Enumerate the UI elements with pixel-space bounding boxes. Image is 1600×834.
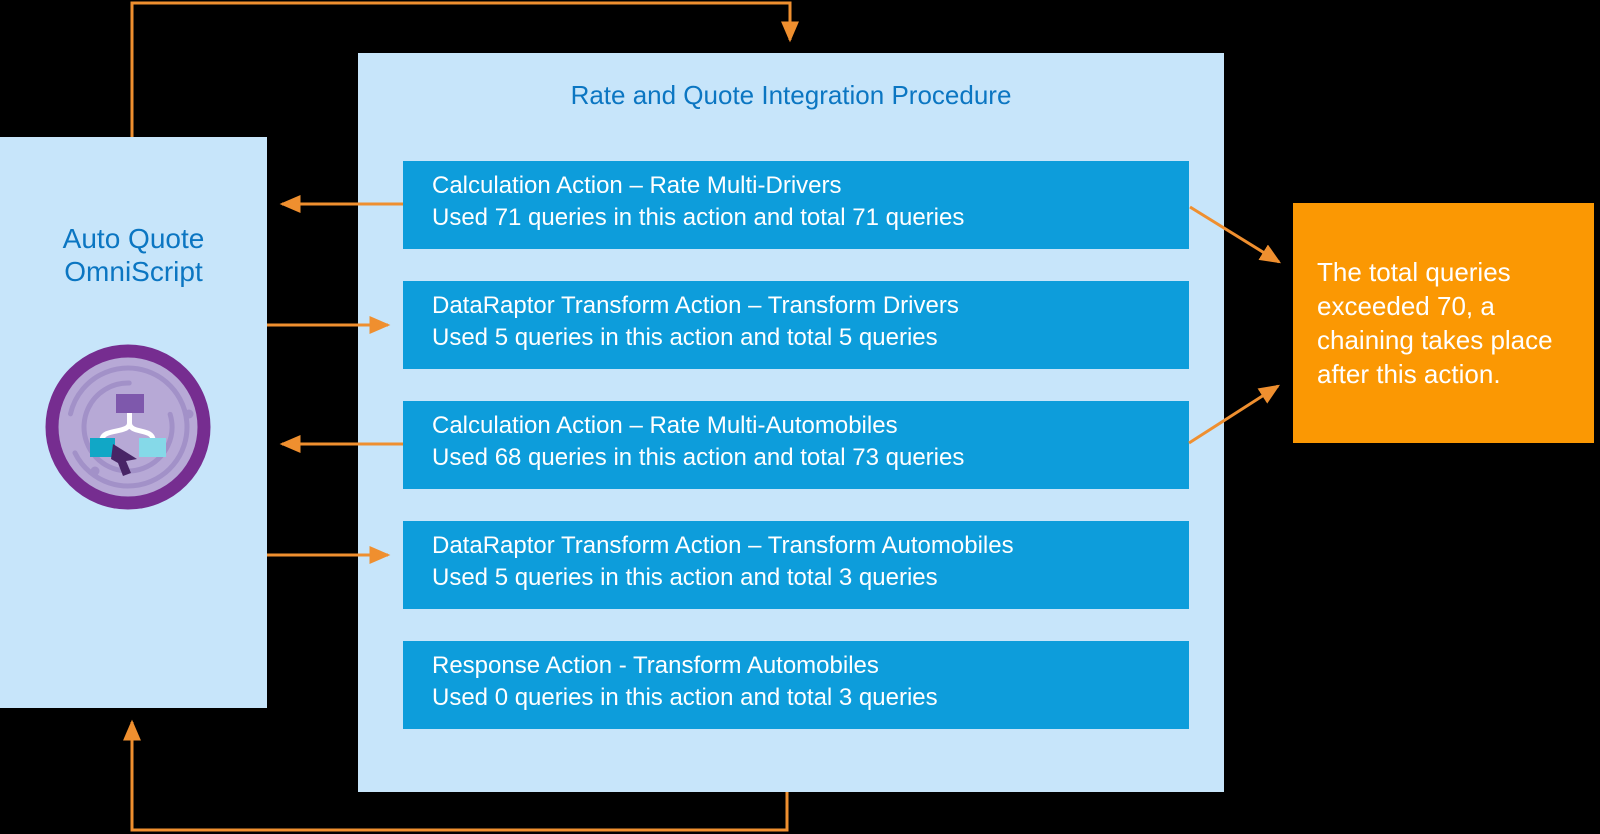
action-name: DataRaptor Transform Action – Transform … (432, 292, 959, 319)
action-step-dataraptor-transform-drivers: DataRaptor Transform Action – Transform … (403, 281, 1189, 369)
icon-flow-left-node (90, 438, 115, 457)
action-name: DataRaptor Transform Action – Transform … (432, 532, 1014, 559)
action-step-calculation-rate-multi-automobiles: Calculation Action – Rate Multi-Automobi… (403, 401, 1189, 489)
chaining-callout-text: The total queries exceeded 70, a chainin… (1317, 257, 1553, 389)
action-query-detail: Used 71 queries in this action and total… (432, 204, 965, 231)
icon-arc-outer (66, 365, 190, 489)
omniscript-label: Auto Quote OmniScript (62, 223, 205, 287)
action-step-calculation-rate-multi-drivers: Calculation Action – Rate Multi-Drivers … (403, 161, 1189, 249)
integration-procedure-title: Rate and Quote Integration Procedure (570, 80, 1012, 110)
action-name: Calculation Action – Rate Multi-Automobi… (432, 412, 898, 439)
action-step-response-transform-automobiles: Response Action - Transform Automobiles … (403, 641, 1189, 729)
omniscript-flow-icon (45, 344, 211, 510)
icon-flow-connector (99, 408, 156, 443)
action-query-detail: Used 5 queries in this action and total … (432, 564, 938, 591)
action-query-detail: Used 68 queries in this action and total… (432, 444, 965, 471)
icon-flow-parent-node (116, 394, 144, 413)
icon-flow-right-node (139, 438, 166, 457)
cursor-icon (111, 444, 137, 476)
chaining-callout: The total queries exceeded 70, a chainin… (1293, 203, 1594, 443)
icon-arc-inner (81, 380, 175, 474)
action-query-detail: Used 5 queries in this action and total … (432, 324, 938, 351)
action-step-dataraptor-transform-automobiles: DataRaptor Transform Action – Transform … (403, 521, 1189, 609)
omniscript-panel: Auto Quote OmniScript (0, 137, 267, 708)
action-name: Calculation Action – Rate Multi-Drivers (432, 172, 842, 199)
action-name: Response Action - Transform Automobiles (432, 652, 879, 679)
icon-dot-left (90, 466, 100, 476)
action-query-detail: Used 0 queries in this action and total … (432, 684, 938, 711)
icon-dot-right (184, 409, 194, 419)
